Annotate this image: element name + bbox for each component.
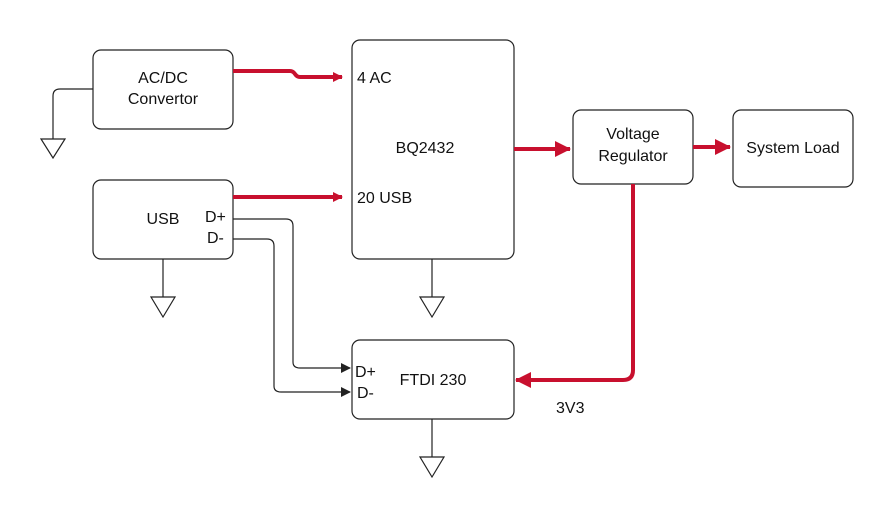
ground-symbol-usb	[149, 259, 177, 319]
ftdi230-pin-dminus: D-	[357, 385, 374, 402]
ftdi230-pin-dplus: D+	[355, 364, 376, 381]
ftdi230-block: FTDI 230 D+ D-	[351, 339, 515, 420]
ground-symbol-ftdi230	[418, 419, 446, 479]
ftdi230-label: FTDI 230	[400, 372, 467, 389]
bq2432-pin-usb: 20 USB	[357, 190, 412, 207]
usb-pin-dminus: D-	[207, 230, 224, 247]
regulator-label-line1: Voltage	[606, 126, 659, 143]
bq2432-block: BQ2432 4 AC 20 USB	[351, 39, 515, 260]
system-load-label: System Load	[746, 140, 839, 157]
acdc-label-line2: Convertor	[128, 91, 199, 108]
regulator-label-line2: Regulator	[598, 148, 668, 165]
voltage-regulator-block: Voltage Regulator	[572, 109, 694, 185]
ground-symbol-bq2432	[418, 259, 446, 319]
system-load-block: System Load	[732, 109, 854, 188]
wire-acdc-to-bq-ac	[233, 69, 343, 82]
usb-block: USB D+ D-	[92, 179, 234, 260]
usb-pin-dplus: D+	[205, 209, 226, 226]
acdc-convertor-block: AC/DC Convertor	[92, 49, 234, 130]
ground-symbol-acdc	[39, 88, 93, 160]
wire-dminus-usb-to-ftdi	[233, 238, 351, 397]
bq2432-label: BQ2432	[396, 140, 455, 157]
acdc-label-line1: AC/DC	[138, 70, 188, 87]
usb-label: USB	[147, 211, 180, 228]
wire-dplus-usb-to-ftdi	[233, 218, 351, 373]
rail-3v3-label: 3V3	[556, 400, 585, 417]
wire-3v3-regulator-to-ftdi	[515, 184, 635, 388]
bq2432-pin-ac: 4 AC	[357, 70, 392, 87]
